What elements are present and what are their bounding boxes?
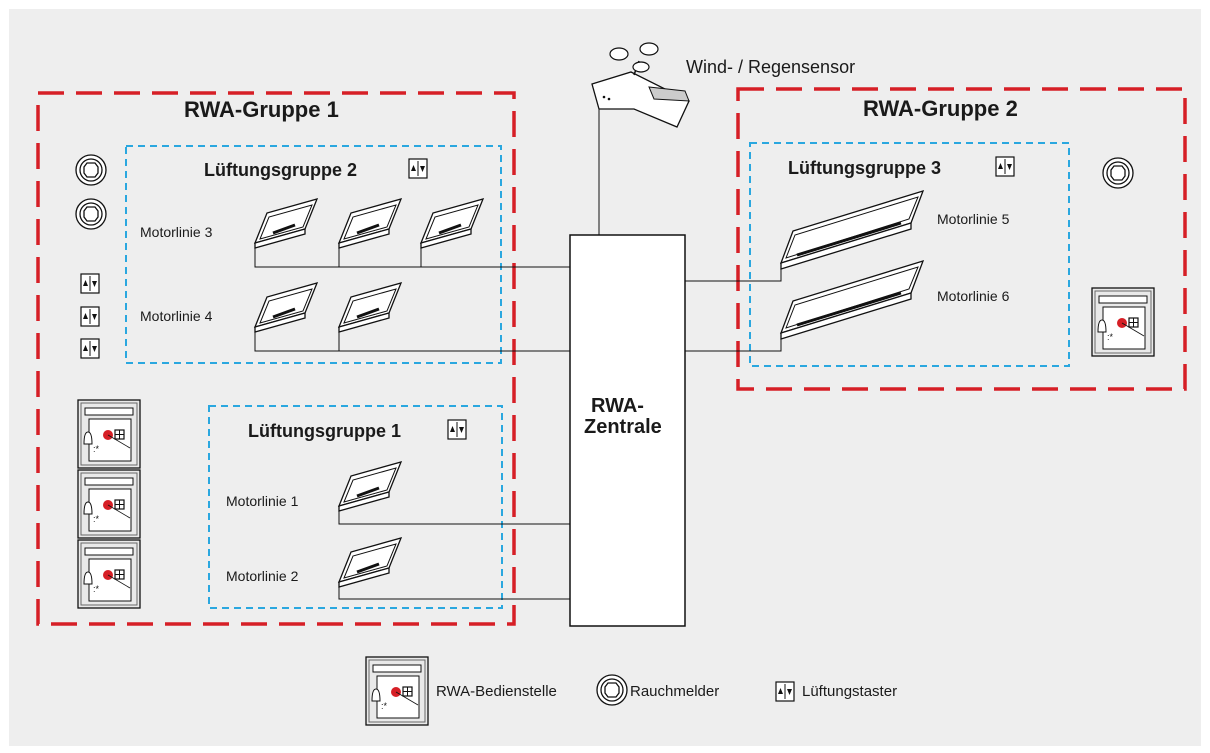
lueftungsgruppe-2-border <box>125 145 502 364</box>
rauchmelder-icon <box>75 198 107 230</box>
rwa-bedienstelle-icon[interactable] <box>77 399 141 469</box>
connection-motorlinie-2 <box>338 587 570 600</box>
rwa-group-1-border <box>36 91 516 626</box>
motorlinie-3-label: Motorlinie 3 <box>140 224 213 240</box>
window-icon <box>337 460 403 513</box>
rwa-zentrale-label-line1: RWA- <box>591 395 644 417</box>
rwa-bedienstelle-icon[interactable] <box>1091 287 1155 357</box>
motorlinie-6-label: Motorlinie 6 <box>937 288 1010 304</box>
lueftungstaster-icon[interactable] <box>80 273 100 294</box>
motorlinie-4-label: Motorlinie 4 <box>140 308 213 324</box>
lueftungsgruppe-3-border <box>749 142 1070 367</box>
lueftungstaster-icon[interactable] <box>408 158 428 179</box>
sensor-label: Wind- / Regensensor <box>686 57 855 77</box>
window-icon <box>253 197 319 250</box>
rwa-zentrale-box <box>569 234 686 627</box>
legend-lueftungstaster-label: Lüftungstaster <box>802 683 897 700</box>
legend-bedienstelle-icon <box>365 656 429 726</box>
window-icon <box>337 197 403 250</box>
motorlinie-2-label: Motorlinie 2 <box>226 568 299 584</box>
window-icon <box>337 281 403 334</box>
legend-lueftungstaster-icon <box>775 681 795 702</box>
legend-bedienstelle-label: RWA-Bedienstelle <box>436 683 557 700</box>
motorlinie-5-label: Motorlinie 5 <box>937 211 1010 227</box>
lueftungsgruppe-2-label: Lüftungsgruppe 2 <box>204 160 357 180</box>
rwa-bedienstelle-icon[interactable] <box>77 539 141 609</box>
wind-rain-sensor-icon <box>591 42 690 128</box>
motorlinie-1-label: Motorlinie 1 <box>226 493 299 509</box>
connection-motorlinie-5 <box>685 267 782 282</box>
lueftungstaster-icon[interactable] <box>80 338 100 359</box>
lueftungsgruppe-1-label: Lüftungsgruppe 1 <box>248 421 401 441</box>
rwa-group-2-border <box>736 87 1187 391</box>
lueftungstaster-icon[interactable] <box>995 156 1015 177</box>
connection-motorlinie-4 <box>254 332 570 352</box>
rauchmelder-icon <box>75 154 107 186</box>
long-window-icon <box>779 259 925 341</box>
window-icon <box>337 536 403 589</box>
lueftungstaster-icon[interactable] <box>447 419 467 440</box>
lueftungstaster-icon[interactable] <box>80 306 100 327</box>
legend: RWA-Bedienstelle Rauchmelder Lüftungstas… <box>365 656 897 726</box>
rwa-zentrale-label-line2: Zentrale <box>584 416 662 438</box>
window-icon <box>419 197 485 250</box>
connection-motorlinie-1 <box>338 511 570 525</box>
diagram-canvas: :* RWA-Gruppe 1 RWA-Gruppe 2 Lüftungsgru… <box>9 9 1201 746</box>
legend-rauchmelder-icon <box>596 674 628 706</box>
window-icon <box>253 281 319 334</box>
rwa-group-2-label: RWA-Gruppe 2 <box>863 96 1018 121</box>
lueftungsgruppe-3-label: Lüftungsgruppe 3 <box>788 158 941 178</box>
long-window-icon <box>779 189 925 271</box>
lueftungsgruppe-1-border <box>208 405 503 609</box>
connection-motorlinie-3 <box>254 248 570 268</box>
rwa-group-1-label: RWA-Gruppe 1 <box>184 97 339 122</box>
rwa-bedienstelle-icon[interactable] <box>77 469 141 539</box>
connection-motorlinie-6 <box>685 337 782 352</box>
rauchmelder-icon <box>1102 157 1134 189</box>
legend-rauchmelder-label: Rauchmelder <box>630 683 719 700</box>
